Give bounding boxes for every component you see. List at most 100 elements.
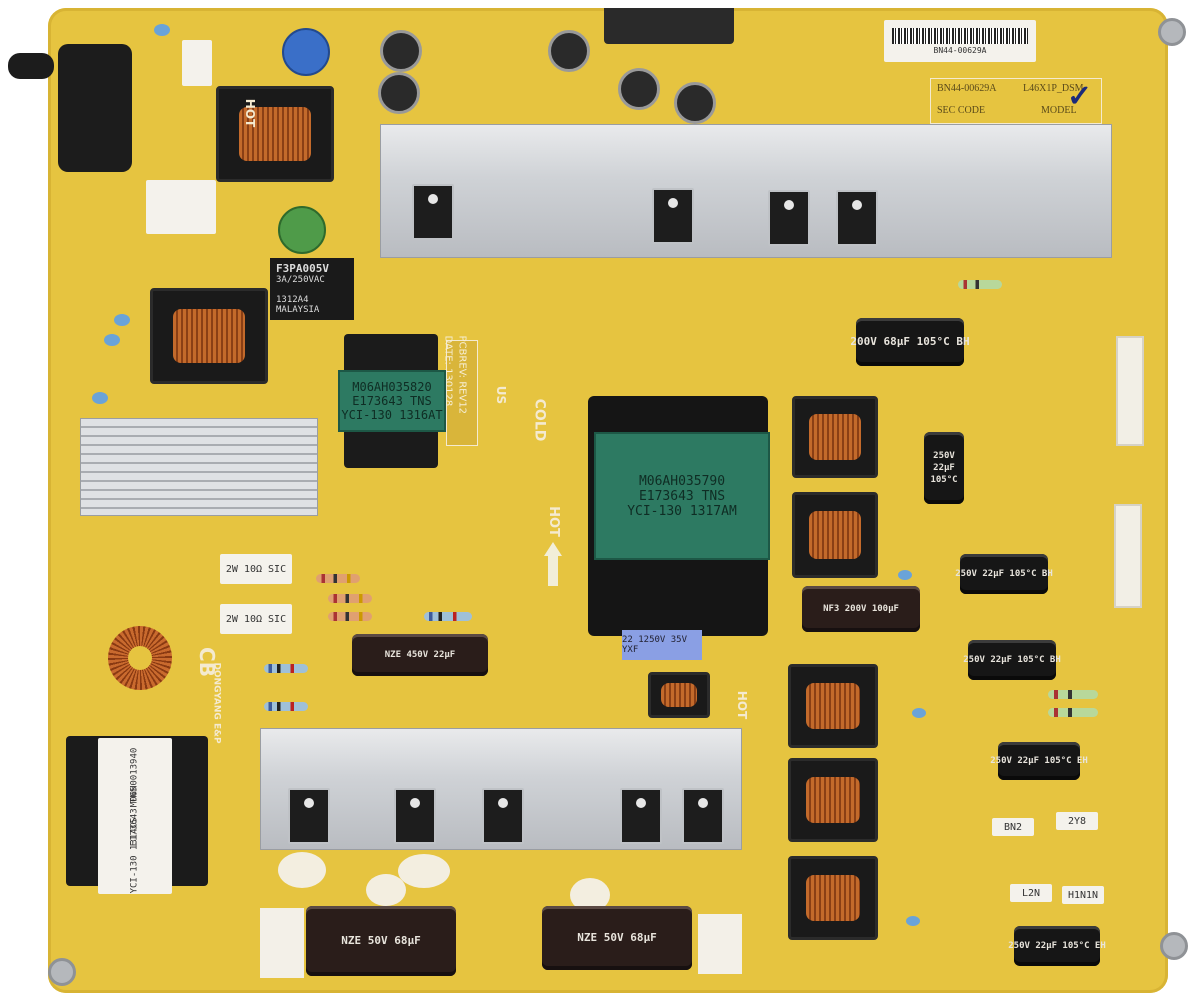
capacitor-tall-right: 250V 22µF 105°C xyxy=(924,432,964,504)
capacitor-text: 250V 22µF 105°C EH xyxy=(1008,941,1106,951)
barcode xyxy=(892,27,1028,44)
round-cap xyxy=(378,72,420,114)
ac-inlet xyxy=(58,44,132,172)
round-cap xyxy=(618,68,660,110)
capacitor-brown-mid: NF3 200V 100µF xyxy=(802,586,920,632)
capacitor-mid-right-1: 250V 22µF 105°C BH xyxy=(955,554,1053,594)
dongyang-label: DONGYANG E&P xyxy=(211,662,222,744)
small-capacitor xyxy=(912,708,926,718)
green-varistor xyxy=(278,206,326,254)
lower-transformer-line: YCI-130 1314CS xyxy=(129,817,140,893)
small-inductor xyxy=(648,672,710,718)
label-2y8: 2Y8 xyxy=(1056,812,1098,830)
toroid-inductor xyxy=(108,626,172,690)
hot-label-top: HOT xyxy=(243,98,258,128)
relay-origin: 1312A4 MALAYSIA xyxy=(276,295,320,315)
lower-transformer: M06H0013940 E173643 TNS YCI-130 1314CS xyxy=(98,738,172,894)
x-capacitor xyxy=(146,180,216,234)
top-connector xyxy=(604,8,734,44)
standby-transformer-line: M06AH035820 xyxy=(352,380,432,394)
label-text: BN2 xyxy=(1003,821,1023,833)
mounting-lug-bottom-right xyxy=(1160,932,1188,960)
label-text: H1N1N xyxy=(1067,889,1099,901)
mosfet xyxy=(482,788,524,844)
white-pad xyxy=(260,908,304,978)
blue-chip: 22 1250V 35V YXF xyxy=(622,630,702,660)
label-l2n: L2N xyxy=(1010,884,1052,902)
fuse-block xyxy=(182,40,212,86)
main-transformer: M06AH035790 E173643 TNS YCI-130 1317AM xyxy=(594,432,770,560)
capacitor-text: 250V 22µF 105°C BH xyxy=(955,569,1053,579)
common-mode-choke-1 xyxy=(216,86,334,182)
mosfet xyxy=(620,788,662,844)
resistor xyxy=(328,594,372,603)
small-capacitor xyxy=(104,334,120,346)
resistor xyxy=(424,612,472,621)
capacitor-bottom-right: 250V 22µF 105°C EH xyxy=(1008,926,1106,966)
capacitor-mid-right-2: 250V 22µF 105°C BH xyxy=(963,640,1061,680)
label-text: 2Y8 xyxy=(1067,815,1087,827)
capacitor-text: 250V 22µF 105°C xyxy=(930,451,958,485)
hot-label-bottom: HOT xyxy=(735,690,750,720)
small-capacitor xyxy=(906,916,920,926)
mounting-lug-top-right xyxy=(1158,18,1186,46)
power-resistor-2: 2W 10Ω SIC xyxy=(220,604,292,634)
resistor xyxy=(1048,708,1098,717)
sec-code-label: SEC CODE xyxy=(937,105,986,116)
relay: F3PA005V 3A/250VAC 1312A4 MALAYSIA xyxy=(270,258,354,320)
capacitor-text: NZE 50V 68µF xyxy=(577,931,657,944)
capacitor-bottom-mid: NZE 50V 68µF xyxy=(542,906,692,970)
capacitor-text: NZE 450V 22µF xyxy=(384,650,456,660)
resistor xyxy=(958,280,1002,289)
model-value: L46X1P_DSM xyxy=(1023,83,1084,94)
standby-transformer-line: YCI-130 1316AT xyxy=(341,408,443,422)
output-inductor xyxy=(788,856,878,940)
hot-label-mid: HOT xyxy=(545,506,561,537)
cold-label: COLD xyxy=(531,398,548,442)
barcode-sticker: BN44-00629A xyxy=(884,20,1036,62)
pfc-inductor xyxy=(792,396,878,478)
mosfet xyxy=(682,788,724,844)
common-mode-choke-2 xyxy=(150,288,268,384)
resistor xyxy=(316,574,360,583)
resistor xyxy=(328,612,372,621)
power-resistor-1: 2W 10Ω SIC xyxy=(220,554,292,584)
output-inductor xyxy=(788,758,878,842)
blue-chip-text: 22 1250V 35V YXF xyxy=(622,635,688,655)
ul-mark: US xyxy=(494,385,509,405)
label-text: L2N xyxy=(1021,887,1041,899)
resistor xyxy=(264,702,308,711)
small-capacitor xyxy=(154,24,170,36)
round-cap xyxy=(548,30,590,72)
round-cap xyxy=(380,30,422,72)
pcb-rev: PCBREV: REV12 xyxy=(456,335,468,415)
capacitor-text: 200V 68µF 105°C BH xyxy=(850,335,970,348)
relay-rating: 3A/250VAC xyxy=(276,275,325,285)
sec-code-value: BN44-00629A xyxy=(937,83,997,94)
capacitor-text: NF3 200V 100µF xyxy=(823,604,899,614)
white-pad xyxy=(698,914,742,974)
mounting-lug-bottom-left xyxy=(48,958,76,986)
standby-transformer: M06AH035820 E173643 TNS YCI-130 1316AT xyxy=(338,370,446,432)
capacitor-bottom-left: NZE 50V 68µF xyxy=(306,906,456,976)
model-box: SEC CODE BN44-00629A MODEL L46X1P_DSM ✓ xyxy=(930,78,1102,124)
resistor-text: 2W 10Ω SIC xyxy=(225,613,287,625)
mosfet xyxy=(394,788,436,844)
capacitor-text: 250V 22µF 105°C BH xyxy=(963,655,1061,665)
capacitor-mid-left: NZE 450V 22µF xyxy=(352,634,488,676)
capacitor-text: NZE 50V 68µF xyxy=(341,934,421,947)
model-label: MODEL xyxy=(1041,105,1077,116)
heatsink-left xyxy=(80,418,318,516)
label-bn2: BN2 xyxy=(992,818,1034,836)
mosfet xyxy=(652,188,694,244)
output-connector-1 xyxy=(1116,336,1144,446)
small-capacitor xyxy=(898,570,912,580)
output-inductor xyxy=(788,664,878,748)
standby-transformer-line: E173643 TNS xyxy=(352,394,432,408)
relay-part: F3PA005V xyxy=(276,262,329,275)
label-h1n1n: H1N1N xyxy=(1062,886,1104,904)
checkmark-icon: ✓ xyxy=(1067,80,1093,113)
round-cap xyxy=(674,82,716,124)
pcb-board: F3PA005V 3A/250VAC 1312A4 MALAYSIA BN44-… xyxy=(8,8,1188,993)
hot-arrow xyxy=(544,542,562,556)
